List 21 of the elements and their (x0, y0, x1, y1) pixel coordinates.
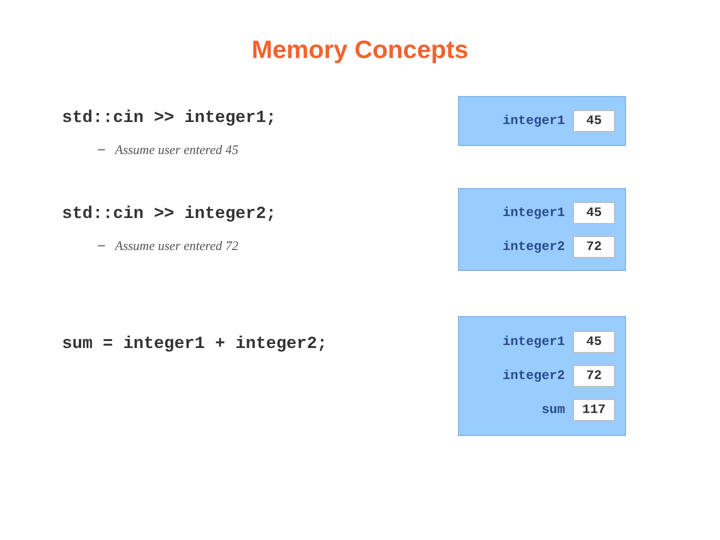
variable-name: integer1 (502, 112, 565, 130)
variable-name: integer2 (502, 238, 565, 256)
memory-panel (458, 316, 626, 436)
memory-panel (458, 188, 626, 271)
variable-name: integer2 (502, 367, 565, 386)
value-cell: 72 (573, 365, 615, 387)
value-cell: 45 (573, 331, 615, 353)
variable-name: integer1 (502, 204, 565, 222)
value-cell: 45 (573, 202, 615, 224)
slide-title: Memory Concepts (250, 35, 470, 66)
note-text: Assume user entered 45 (115, 141, 238, 159)
value-cell: 117 (573, 399, 615, 421)
note-text: Assume user entered 72 (115, 237, 238, 255)
memory-panel (458, 96, 626, 146)
code-statement: sum = integer1 + integer2; (62, 334, 328, 356)
variable-name: sum (542, 401, 565, 420)
value-cell: 45 (573, 110, 615, 132)
variable-name: integer1 (502, 333, 565, 352)
value-cell: 72 (573, 236, 615, 258)
code-statement: std::cin >> integer1; (62, 108, 276, 130)
code-statement: std::cin >> integer2; (62, 204, 276, 226)
